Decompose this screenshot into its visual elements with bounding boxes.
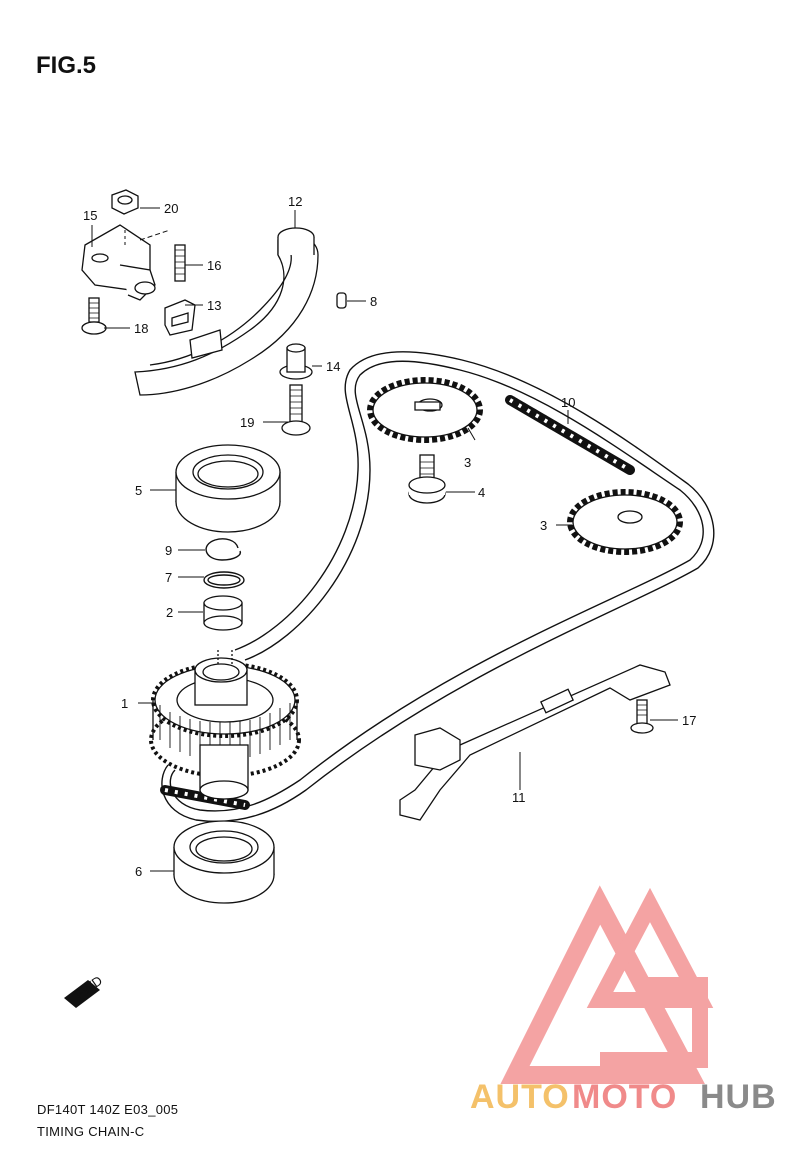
label-part-18: 18 [134, 321, 148, 336]
cam-sprocket-lower [567, 489, 683, 555]
chain-guide-11 [399, 664, 671, 821]
bolt-4 [408, 454, 446, 504]
timing-chain [161, 351, 715, 823]
label-part-17: 17 [682, 713, 696, 728]
label-part-9: 9 [165, 543, 172, 558]
bolt-17 [630, 699, 654, 734]
stud-16 [174, 244, 186, 282]
part-labels: 1 2 3 3 4 5 6 7 8 9 10 11 12 13 14 15 16… [83, 194, 696, 879]
bushing-2 [203, 595, 243, 631]
bearing-5 [175, 444, 281, 533]
bolt-19 [281, 384, 311, 436]
nut-20 [111, 189, 139, 215]
bracket-15 [81, 224, 156, 301]
label-part-15: 15 [83, 208, 97, 223]
figure-name: TIMING CHAIN-C [37, 1124, 145, 1139]
label-part-13: 13 [207, 298, 221, 313]
label-part-20: 20 [164, 201, 178, 216]
pin-8 [336, 292, 347, 309]
leader-lines [91, 207, 678, 872]
watermark-auto: AUTO [470, 1078, 570, 1116]
gear-1 [149, 650, 301, 800]
label-part-4: 4 [478, 485, 485, 500]
label-part-3-upper: 3 [464, 455, 471, 470]
label-part-10: 10 [561, 395, 575, 410]
label-part-16: 16 [207, 258, 221, 273]
label-part-7: 7 [165, 570, 172, 585]
chain-tensioner-arm-12 [134, 227, 319, 396]
collar-14 [279, 343, 313, 380]
watermark-hub: HUB [700, 1078, 777, 1116]
watermark-logo [500, 885, 714, 1084]
label-part-2: 2 [166, 605, 173, 620]
cam-sprocket-upper [367, 377, 483, 443]
chain-links-10 [505, 395, 635, 475]
chain-links-lower [160, 785, 250, 810]
label-part-19: 19 [240, 415, 254, 430]
label-part-11: 11 [512, 790, 526, 805]
label-part-5: 5 [135, 483, 142, 498]
watermark-text: AUTO MOTO HUB [470, 1078, 777, 1116]
label-part-8: 8 [370, 294, 377, 309]
circlip-9 [205, 538, 242, 561]
o-ring-7 [203, 571, 245, 589]
bearing-6 [173, 820, 275, 904]
watermark-moto: MOTO [572, 1078, 677, 1116]
plate-13 [164, 299, 196, 336]
bolt-18 [81, 297, 107, 335]
label-part-12: 12 [288, 194, 302, 209]
label-part-1: 1 [121, 696, 128, 711]
label-part-14: 14 [326, 359, 340, 374]
label-part-6: 6 [135, 864, 142, 879]
fwd-arrow-icon: FWD [64, 973, 105, 1008]
label-part-3-lower: 3 [540, 518, 547, 533]
figure-title: FIG.5 [36, 52, 97, 79]
figure-code: DF140T 140Z E03_005 [37, 1102, 179, 1117]
